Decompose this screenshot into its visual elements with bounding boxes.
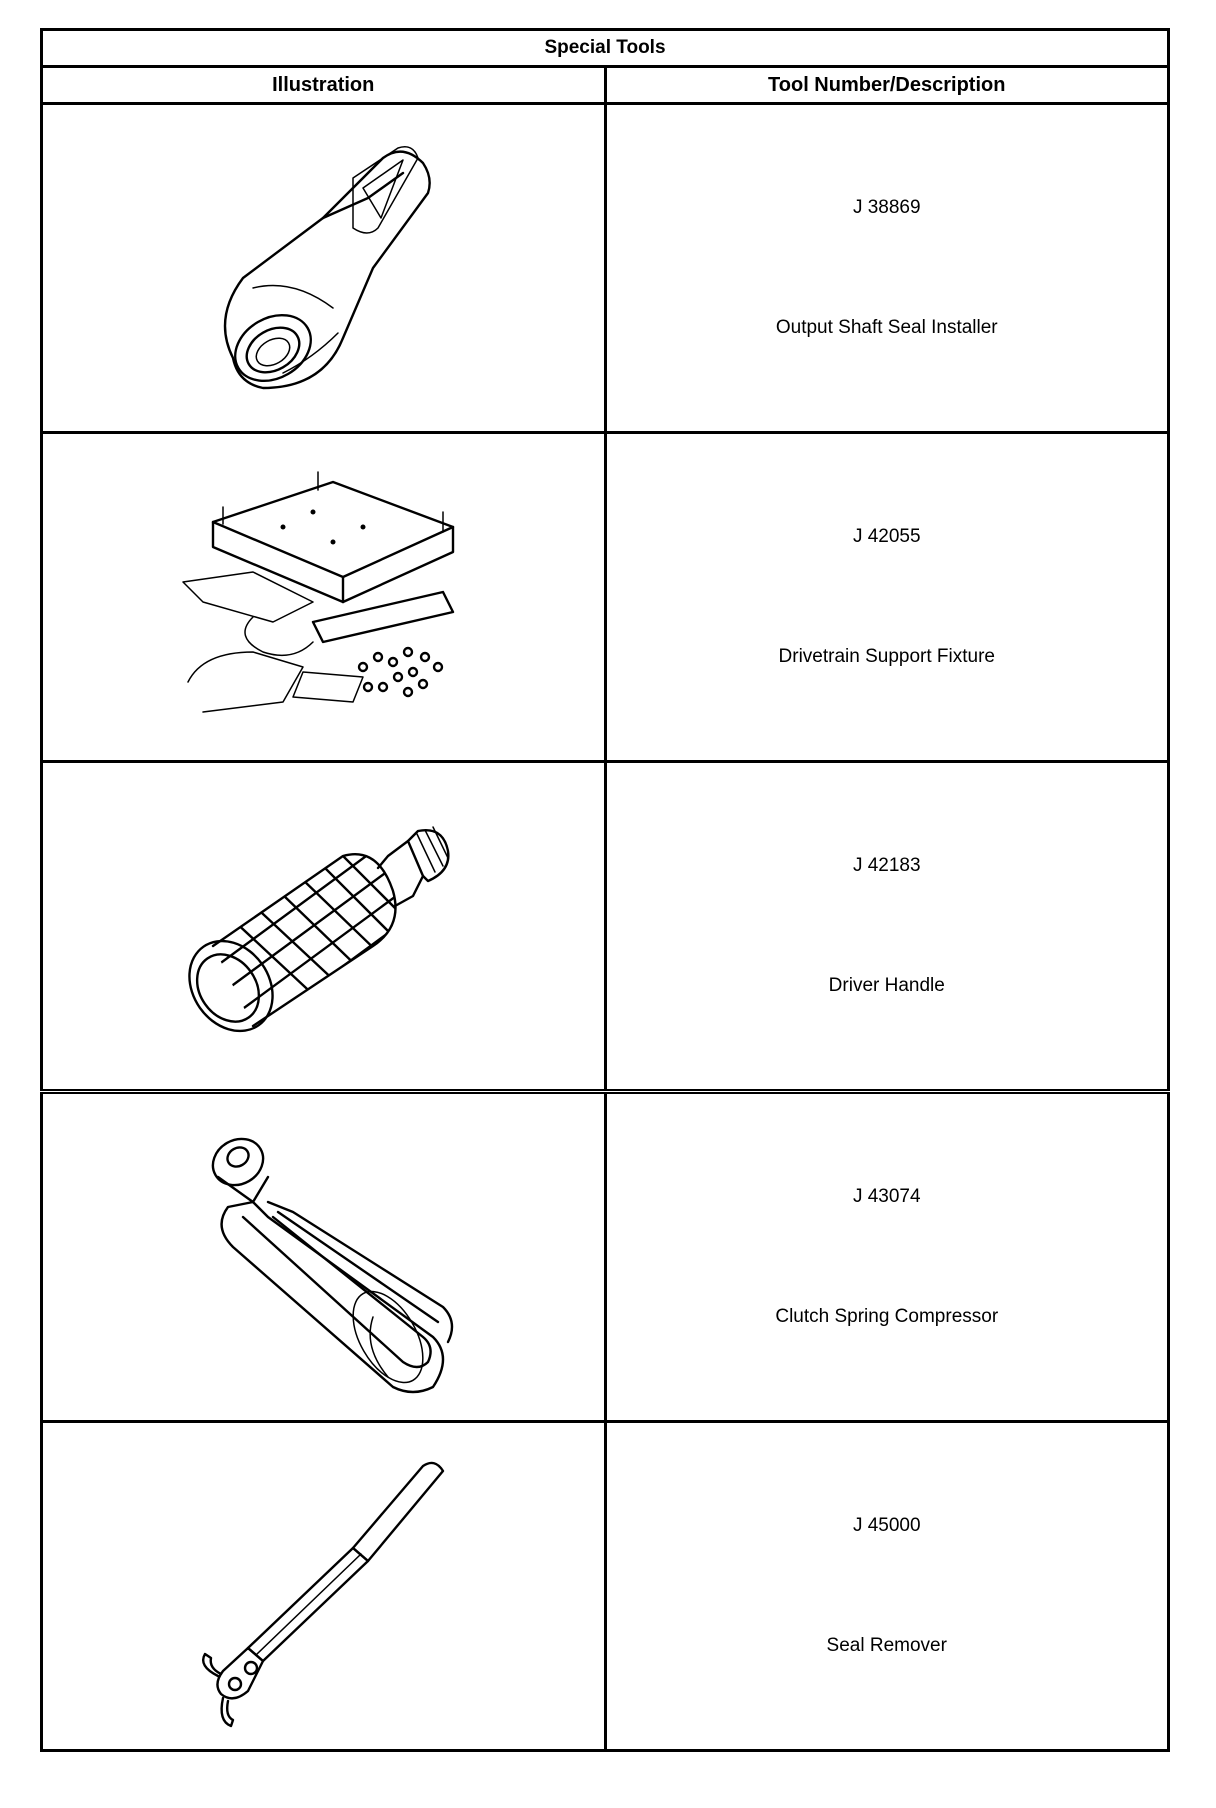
table-row: J 42055 Drivetrain Support Fixture [40, 431, 1170, 763]
table-row: J 45000 Seal Remover [40, 1420, 1170, 1752]
description-cell: J 42183 Driver Handle [603, 760, 1170, 1094]
special-tools-sheet: Special Tools Illustration Tool Number/D… [40, 28, 1170, 1752]
description-cell: J 43074 Clutch Spring Compressor [603, 1090, 1170, 1423]
illustration-cell [40, 102, 607, 434]
tool-number: J 42055 [852, 526, 921, 547]
description-cell: J 38869 Output Shaft Seal Installer [603, 102, 1170, 434]
table-row: J 38869 Output Shaft Seal Installer [40, 102, 1170, 434]
table-header-row: Illustration Tool Number/Description [40, 65, 1170, 105]
seal-installer-icon [224, 146, 432, 390]
spring-compressor-icon [211, 1137, 454, 1394]
header-illustration: Illustration [40, 65, 607, 105]
tool-number: J 43074 [852, 1186, 921, 1207]
illustration-cell [40, 760, 607, 1094]
tool-description: Driver Handle [828, 975, 945, 996]
table-title: Special Tools [40, 28, 1170, 68]
support-fixture-icon [182, 471, 455, 713]
seal-remover-icon [202, 1461, 445, 1728]
tool-description: Drivetrain Support Fixture [778, 646, 995, 667]
header-description: Tool Number/Description [603, 65, 1170, 105]
illustration-cell [40, 1420, 607, 1752]
tool-number: J 45000 [852, 1515, 921, 1536]
description-cell: J 45000 Seal Remover [603, 1420, 1170, 1752]
table-title-row: Special Tools [40, 28, 1170, 68]
driver-handle-icon [188, 826, 450, 1033]
tool-number: J 38869 [852, 197, 921, 218]
table-row: J 42183 Driver Handle [40, 760, 1170, 1094]
tool-number: J 42183 [852, 855, 921, 876]
special-tools-table: Special Tools Illustration Tool Number/D… [40, 28, 1170, 1752]
table-row: J 43074 Clutch Spring Compressor [40, 1090, 1170, 1423]
illustration-cell [40, 1090, 607, 1423]
illustration-cell [40, 431, 607, 763]
tool-description: Clutch Spring Compressor [775, 1306, 999, 1327]
tool-description: Seal Remover [826, 1635, 947, 1656]
description-cell: J 42055 Drivetrain Support Fixture [603, 431, 1170, 763]
tool-description: Output Shaft Seal Installer [775, 317, 998, 338]
